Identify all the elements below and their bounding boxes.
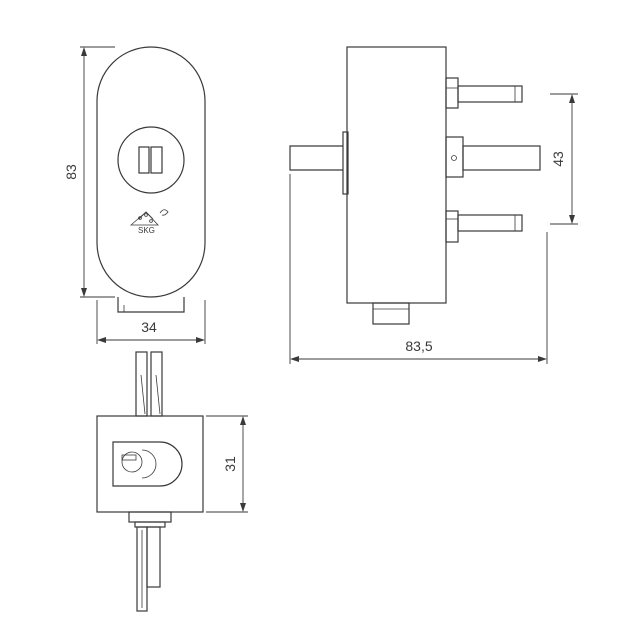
side-spindle — [445, 136, 541, 178]
dim-top-depth — [206, 415, 248, 513]
dim-front-width — [96, 300, 206, 344]
dim-side-length — [289, 174, 548, 364]
label-top-depth: 31 — [222, 456, 238, 472]
dim-side-pin-spacing — [550, 93, 578, 225]
top-lower-spindle — [128, 511, 172, 612]
top-upper-bars — [135, 351, 163, 417]
label-side-length: 83,5 — [405, 338, 432, 354]
side-upper-pin — [445, 77, 523, 109]
label-side-pin-spacing: 43 — [550, 151, 566, 167]
side-flange — [342, 131, 349, 195]
top-cylinder — [112, 441, 183, 487]
top-view — [96, 351, 204, 612]
side-view — [289, 46, 541, 325]
side-lower-pin — [445, 210, 523, 243]
skg-logo-text: SKG — [138, 226, 155, 235]
side-cylinder — [372, 302, 410, 325]
side-body — [346, 46, 447, 304]
key-slot-left — [138, 146, 150, 174]
skg-keymark-icon — [129, 209, 169, 226]
label-front-width: 34 — [141, 319, 157, 335]
cylinder-ring — [117, 126, 185, 194]
front-view: SKG — [96, 46, 206, 313]
key-slot-right — [150, 146, 163, 174]
front-body — [96, 46, 206, 298]
dim-front-height — [80, 46, 115, 298]
side-left-bar — [289, 145, 343, 171]
label-front-height: 83 — [63, 164, 79, 180]
front-cylinder-stub — [117, 297, 185, 313]
